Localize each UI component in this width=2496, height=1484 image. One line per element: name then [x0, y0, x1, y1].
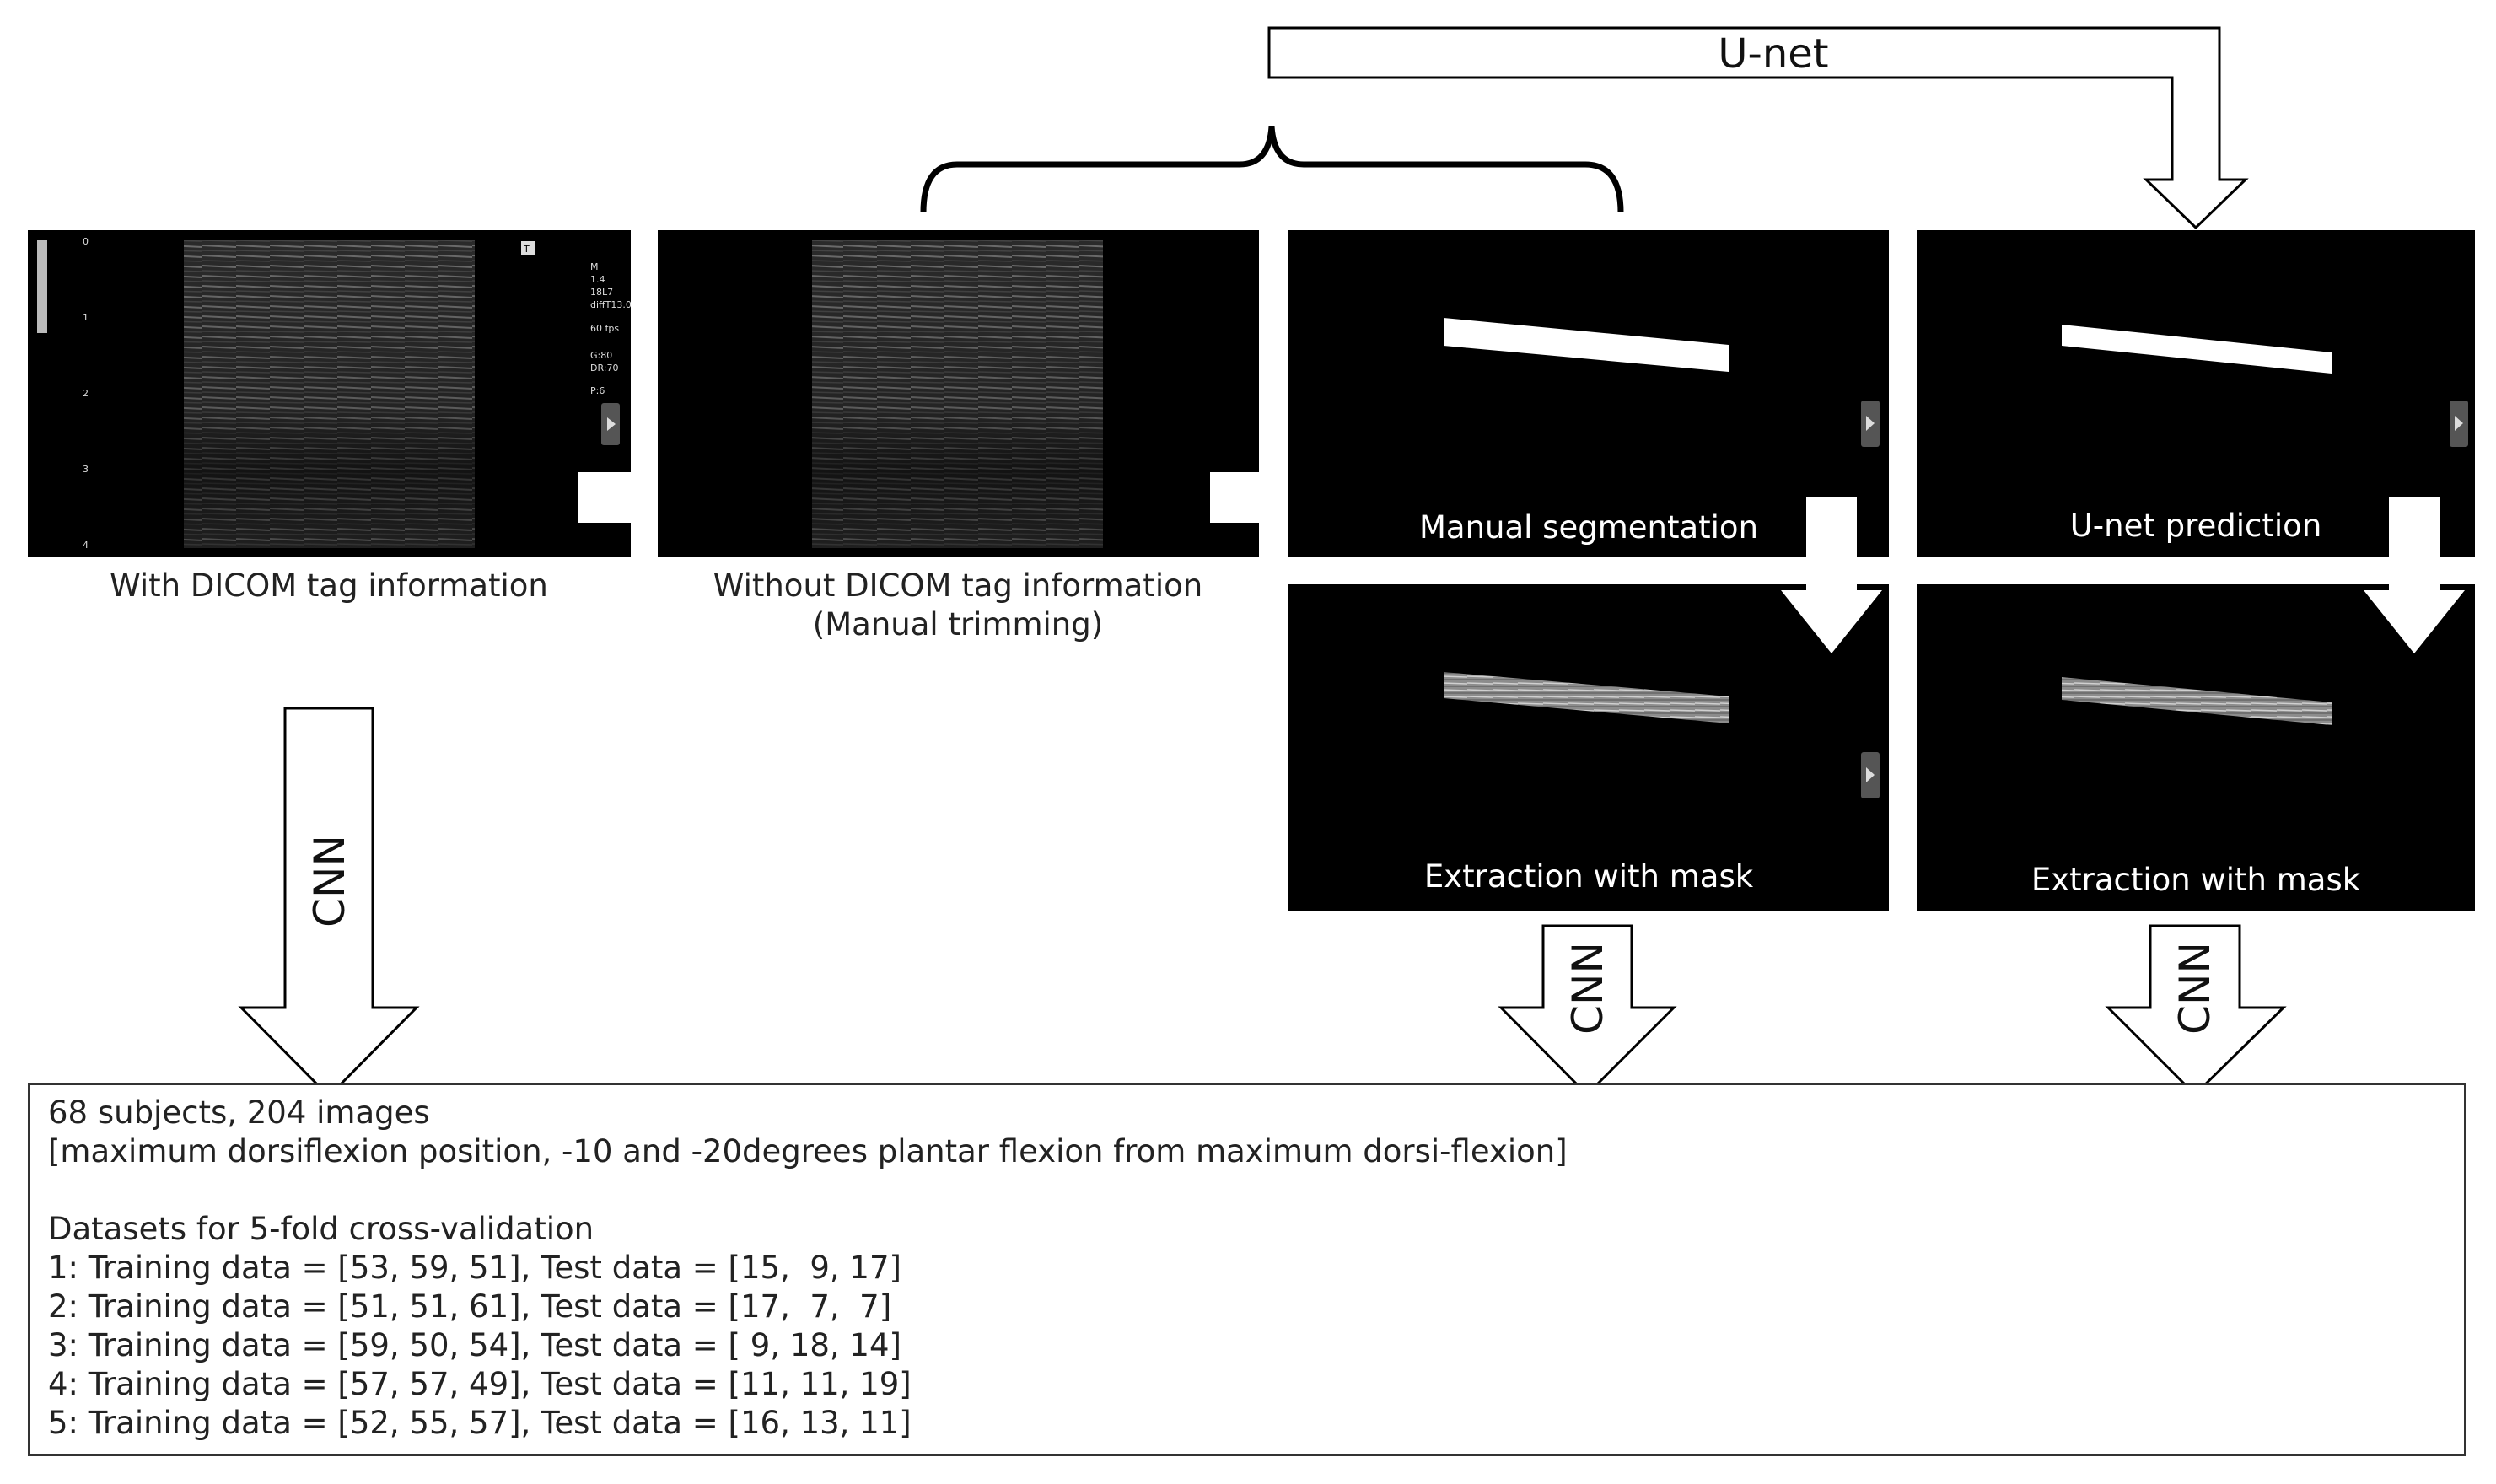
- unet-arrow: [1267, 26, 2249, 230]
- fold-line: 2: Training data = [51, 51, 61], Test da…: [48, 1288, 892, 1325]
- dicom-tag: M: [590, 261, 599, 272]
- panel-without-dicom-tags: [658, 230, 1259, 557]
- depth-tick: 1: [83, 312, 89, 323]
- fold-line: 3: Training data = [59, 50, 54], Test da…: [48, 1327, 901, 1363]
- caption-extraction-manual: Extraction with mask: [1424, 858, 1754, 895]
- cnn-label: CNN: [305, 835, 354, 928]
- depth-scale: 0 1 2 3 4: [83, 236, 89, 551]
- caption-unet-prediction: U-net prediction: [2070, 508, 2322, 544]
- dicom-tag: G:80: [590, 350, 612, 361]
- unet-label: U-net: [1718, 30, 1828, 78]
- panel-extraction-unet: Extraction with mask: [1917, 584, 2475, 911]
- dicom-tag: 18L7: [590, 287, 613, 298]
- segmentation-mask: [1444, 318, 1729, 372]
- grayscale-bar: [37, 240, 47, 333]
- panel-manual-segmentation: Manual segmentation: [1288, 230, 1889, 557]
- cnn-arrow: [1498, 924, 1677, 1097]
- panel-unet-prediction: U-net prediction: [1917, 230, 2475, 557]
- depth-tick: 4: [83, 540, 89, 551]
- marker-t: T: [523, 244, 530, 255]
- caption-manual-segmentation: Manual segmentation: [1419, 509, 1758, 546]
- fold-line: 4: Training data = [57, 57, 49], Test da…: [48, 1366, 912, 1402]
- down-arrow: [1781, 497, 1882, 653]
- dataset-info-box: 68 subjects, 204 images [maximum dorsifl…: [28, 1083, 2466, 1456]
- dicom-tag: P:6: [590, 385, 605, 396]
- fold-line: 1: Training data = [53, 59, 51], Test da…: [48, 1250, 901, 1286]
- caption-with-dicom-tags: With DICOM tag information: [110, 567, 548, 604]
- subjects-summary: 68 subjects, 204 images: [48, 1094, 430, 1131]
- dicom-tag: diffT13.0: [590, 299, 632, 310]
- cnn-label: CNN: [2171, 942, 2219, 1035]
- prediction-mask: [2062, 325, 2332, 374]
- caption-extraction-unet: Extraction with mask: [2031, 862, 2361, 898]
- depth-tick: 2: [83, 388, 89, 399]
- dicom-tag: 60 fps: [590, 323, 619, 334]
- down-arrow: [2364, 497, 2465, 653]
- cnn-arrow: [238, 707, 420, 1099]
- cnn-label: CNN: [1563, 942, 1612, 1035]
- caption-without-dicom-tags: Without DICOM tag information: [713, 567, 1202, 604]
- datasets-title: Datasets for 5-fold cross-validation: [48, 1211, 594, 1247]
- dicom-tag: DR:70: [590, 363, 618, 374]
- dicom-tag: 1.4: [590, 274, 605, 285]
- depth-tick: 0: [83, 236, 89, 247]
- positions-description: [maximum dorsiflexion position, -10 and …: [48, 1133, 1568, 1169]
- curly-brace: [920, 126, 1624, 213]
- caption-manual-trimming: (Manual trimming): [813, 606, 1103, 643]
- fold-line: 5: Training data = [52, 55, 57], Test da…: [48, 1405, 912, 1441]
- spacer: [48, 1171, 2445, 1210]
- panel-with-dicom-tags: 0 1 2 3 4 M 1.4 18L7 diffT13.0 60 fps G:…: [28, 230, 632, 557]
- extracted-tendon: [2062, 677, 2332, 725]
- cnn-arrow: [2105, 924, 2287, 1097]
- panel-extraction-manual: Extraction with mask: [1288, 584, 1889, 911]
- extracted-tendon: [1444, 672, 1729, 723]
- depth-tick: 3: [83, 464, 89, 475]
- dicom-tag-text: M 1.4 18L7 diffT13.0 60 fps G:80 DR:70 P…: [590, 261, 632, 396]
